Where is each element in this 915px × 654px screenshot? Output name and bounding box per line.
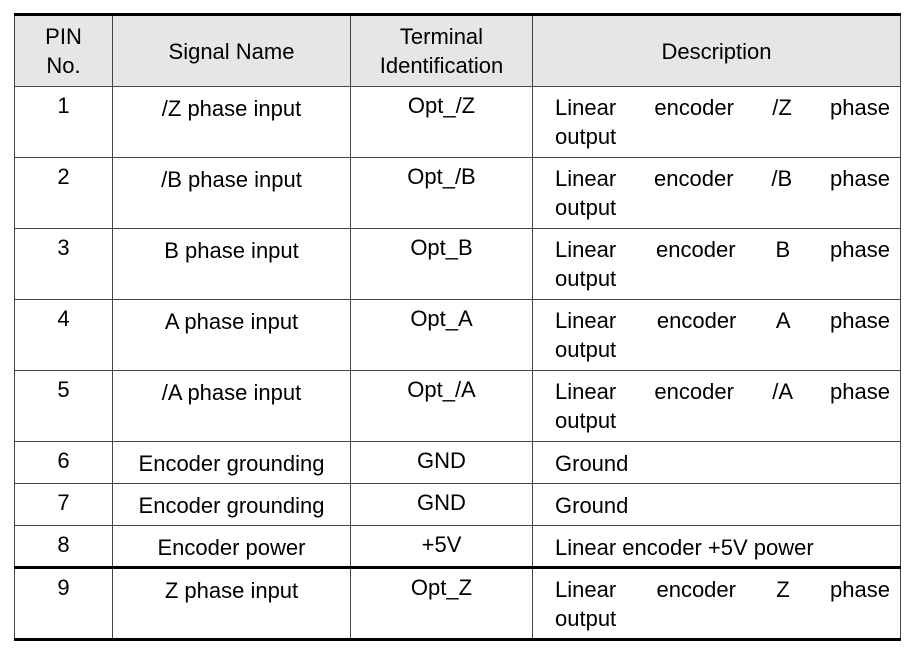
signal-name: B phase input — [112, 228, 351, 300]
terminal-id: Opt_/B — [350, 157, 533, 229]
header-pin: PIN No. — [14, 14, 113, 87]
pin-number: 9 — [14, 567, 113, 641]
terminal-id: Opt_Z — [350, 567, 533, 641]
pin-number: 3 — [14, 228, 113, 300]
pin-number: 8 — [14, 525, 113, 568]
signal-name: Encoder grounding — [112, 441, 351, 484]
pin-number: 1 — [14, 86, 113, 158]
header-description: Description — [532, 14, 901, 87]
table-row: 2 /B phase input Opt_/B Linear encoder /… — [14, 157, 901, 229]
pin-number: 2 — [14, 157, 113, 229]
terminal-id: Opt_B — [350, 228, 533, 300]
signal-name: A phase input — [112, 299, 351, 371]
terminal-id: Opt_/Z — [350, 86, 533, 158]
pin-number: 4 — [14, 299, 113, 371]
pin-number: 5 — [14, 370, 113, 442]
header-terminal: Terminal Identification — [350, 14, 533, 87]
signal-name: Z phase input — [112, 567, 351, 641]
signal-name: Encoder power — [112, 525, 351, 568]
pin-number: 7 — [14, 483, 113, 526]
header-signal: Signal Name — [112, 14, 351, 87]
terminal-id: GND — [350, 441, 533, 484]
description: Ground — [532, 441, 901, 484]
table-row: 9 Z phase input Opt_Z Linear encoder Z p… — [14, 567, 901, 641]
terminal-id: Opt_A — [350, 299, 533, 371]
terminal-id: GND — [350, 483, 533, 526]
signal-name: /B phase input — [112, 157, 351, 229]
signal-name: /Z phase input — [112, 86, 351, 158]
terminal-id: Opt_/A — [350, 370, 533, 442]
header-row: PIN No. Signal Name Terminal Identificat… — [14, 14, 901, 87]
pin-table: PIN No. Signal Name Terminal Identificat… — [14, 13, 901, 641]
terminal-id: +5V — [350, 525, 533, 568]
description: Linear encoder +5V power — [532, 525, 901, 568]
table-row: 8 Encoder power +5V Linear encoder +5V p… — [14, 525, 901, 568]
table-row: 7 Encoder grounding GND Ground — [14, 483, 901, 526]
table-row: 6 Encoder grounding GND Ground — [14, 441, 901, 484]
table-row: 5 /A phase input Opt_/A Linear encoder /… — [14, 370, 901, 442]
description: Ground — [532, 483, 901, 526]
table-row: 3 B phase input Opt_B Linear encoder B p… — [14, 228, 901, 300]
table-row: 1 /Z phase input Opt_/Z Linear encoder /… — [14, 86, 901, 158]
table-row: 4 A phase input Opt_A Linear encoder A p… — [14, 299, 901, 371]
signal-name: /A phase input — [112, 370, 351, 442]
signal-name: Encoder grounding — [112, 483, 351, 526]
pin-number: 6 — [14, 441, 113, 484]
